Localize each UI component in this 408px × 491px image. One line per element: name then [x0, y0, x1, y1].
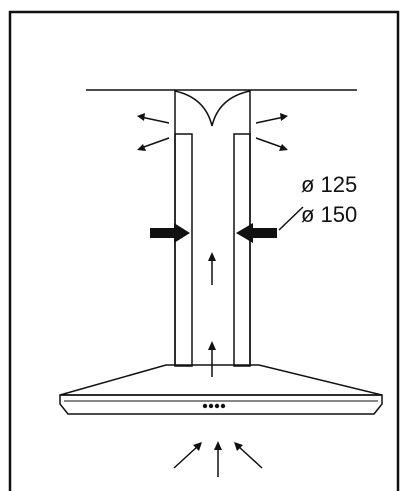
control-button — [220, 403, 226, 409]
outlet-arrow-upper-right — [255, 113, 288, 124]
inlet-arrow-left — [173, 442, 202, 469]
pointer-arrow-left — [150, 223, 190, 243]
inlet-arrow-center — [214, 441, 222, 477]
diameter-150-label: ø 150 — [301, 202, 357, 227]
outlet-arrow-upper-left — [137, 113, 170, 124]
air-deflector — [174, 90, 251, 127]
inner-panel-left — [174, 133, 193, 367]
control-buttons — [202, 403, 226, 409]
pointer-arrow-right — [236, 223, 277, 243]
diameter-125-label: ø 125 — [301, 172, 357, 197]
outlet-arrow-lower-right — [255, 137, 288, 151]
control-button — [214, 403, 220, 409]
inner-panel-right — [233, 133, 251, 367]
hood-base — [59, 394, 383, 415]
airflow-arrow-lower — [208, 341, 216, 377]
diagram-frame — [8, 10, 400, 491]
airflow-arrow-upper — [208, 252, 216, 285]
label-leader-line — [278, 206, 304, 231]
inlet-arrow-right — [234, 442, 263, 469]
outlet-arrow-lower-left — [137, 137, 170, 151]
hood-canopy — [59, 364, 383, 396]
control-button — [202, 403, 208, 409]
control-button — [208, 403, 214, 409]
